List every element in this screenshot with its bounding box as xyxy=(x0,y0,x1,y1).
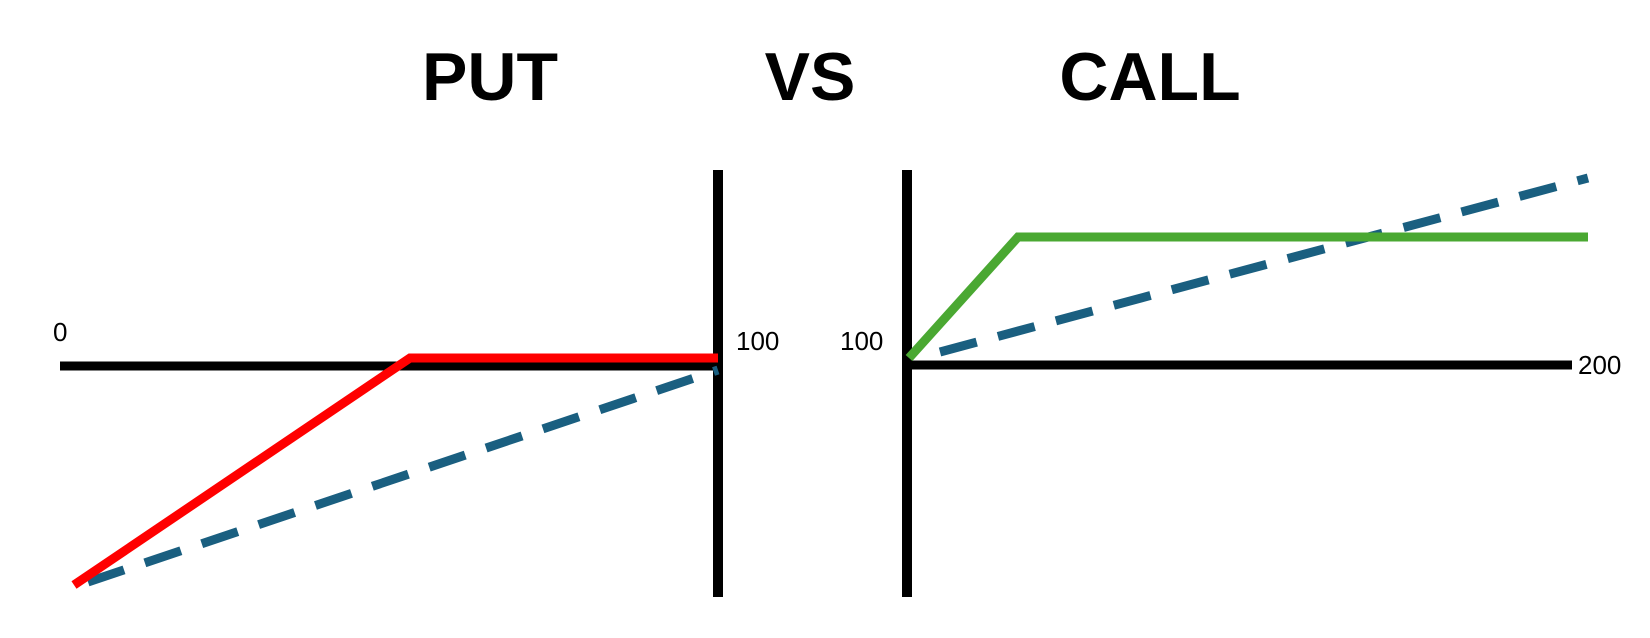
put-label-left: 0 xyxy=(53,317,67,347)
put-dashed-line xyxy=(86,365,720,587)
call-dashed-line xyxy=(938,173,1590,357)
call-label-left: 100 xyxy=(840,326,883,356)
put-payoff-line xyxy=(71,353,718,589)
call-payoff-line xyxy=(905,232,1588,362)
put-panel: 0 100 xyxy=(53,170,779,597)
call-label-right: 200 xyxy=(1578,350,1621,380)
call-panel: 100 200 xyxy=(840,170,1621,597)
put-label-right: 100 xyxy=(736,326,779,356)
vs-heading: VS xyxy=(765,39,856,115)
put-heading: PUT xyxy=(422,39,558,115)
call-heading: CALL xyxy=(1059,39,1240,115)
